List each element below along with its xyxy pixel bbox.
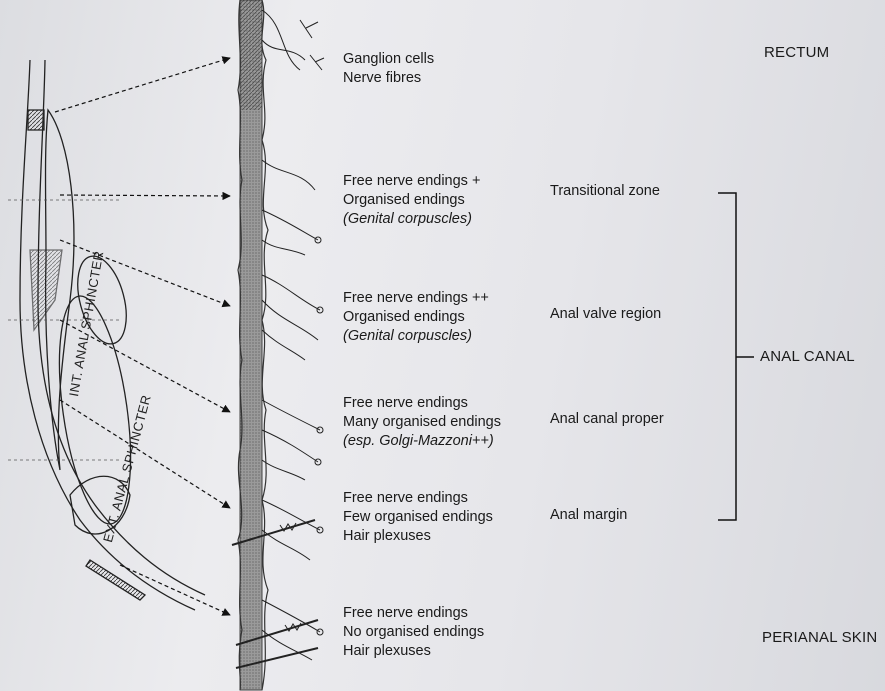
canal-proper-line-3: (esp. Golgi-Mazzoni++) bbox=[343, 432, 501, 451]
canal-proper-line-1: Free nerve endings bbox=[343, 394, 501, 413]
rectum-innervation: Ganglion cells Nerve fibres bbox=[343, 50, 434, 88]
canal-proper-innervation: Free nerve endings Many organised ending… bbox=[343, 394, 501, 451]
region-anal-canal-proper: Anal canal proper bbox=[550, 411, 664, 427]
perianal-line-1: Free nerve endings bbox=[343, 604, 484, 623]
region-anal-valve: Anal valve region bbox=[550, 306, 661, 322]
transitional-line-2: Organised endings bbox=[343, 191, 480, 210]
margin-line-1: Free nerve endings bbox=[343, 489, 493, 508]
margin-innervation: Free nerve endings Few organised endings… bbox=[343, 489, 493, 546]
valve-line-2: Organised endings bbox=[343, 308, 489, 327]
mucosa-strip bbox=[238, 0, 268, 690]
region-transitional-zone: Transitional zone bbox=[550, 183, 660, 199]
region-anal-margin: Anal margin bbox=[550, 507, 627, 523]
transitional-line-1: Free nerve endings + bbox=[343, 172, 480, 191]
perianal-line-3: Hair plexuses bbox=[343, 642, 484, 661]
margin-line-3: Hair plexuses bbox=[343, 527, 493, 546]
valve-innervation: Free nerve endings ++ Organised endings … bbox=[343, 289, 489, 346]
region-anal-canal: ANAL CANAL bbox=[760, 348, 855, 365]
valve-line-3: (Genital corpuscles) bbox=[343, 327, 489, 346]
region-rectum: RECTUM bbox=[764, 44, 829, 61]
valve-line-1: Free nerve endings ++ bbox=[343, 289, 489, 308]
rectum-line-2: Nerve fibres bbox=[343, 69, 434, 88]
transitional-innervation: Free nerve endings + Organised endings (… bbox=[343, 172, 480, 229]
rectum-line-1: Ganglion cells bbox=[343, 50, 434, 69]
canal-proper-line-2: Many organised endings bbox=[343, 413, 501, 432]
perianal-line-2: No organised endings bbox=[343, 623, 484, 642]
anal-canal-bracket bbox=[718, 193, 754, 520]
margin-line-2: Few organised endings bbox=[343, 508, 493, 527]
perianal-innervation: Free nerve endings No organised endings … bbox=[343, 604, 484, 661]
region-perianal-skin: PERIANAL SKIN bbox=[762, 629, 877, 646]
transitional-line-3: (Genital corpuscles) bbox=[343, 210, 480, 229]
